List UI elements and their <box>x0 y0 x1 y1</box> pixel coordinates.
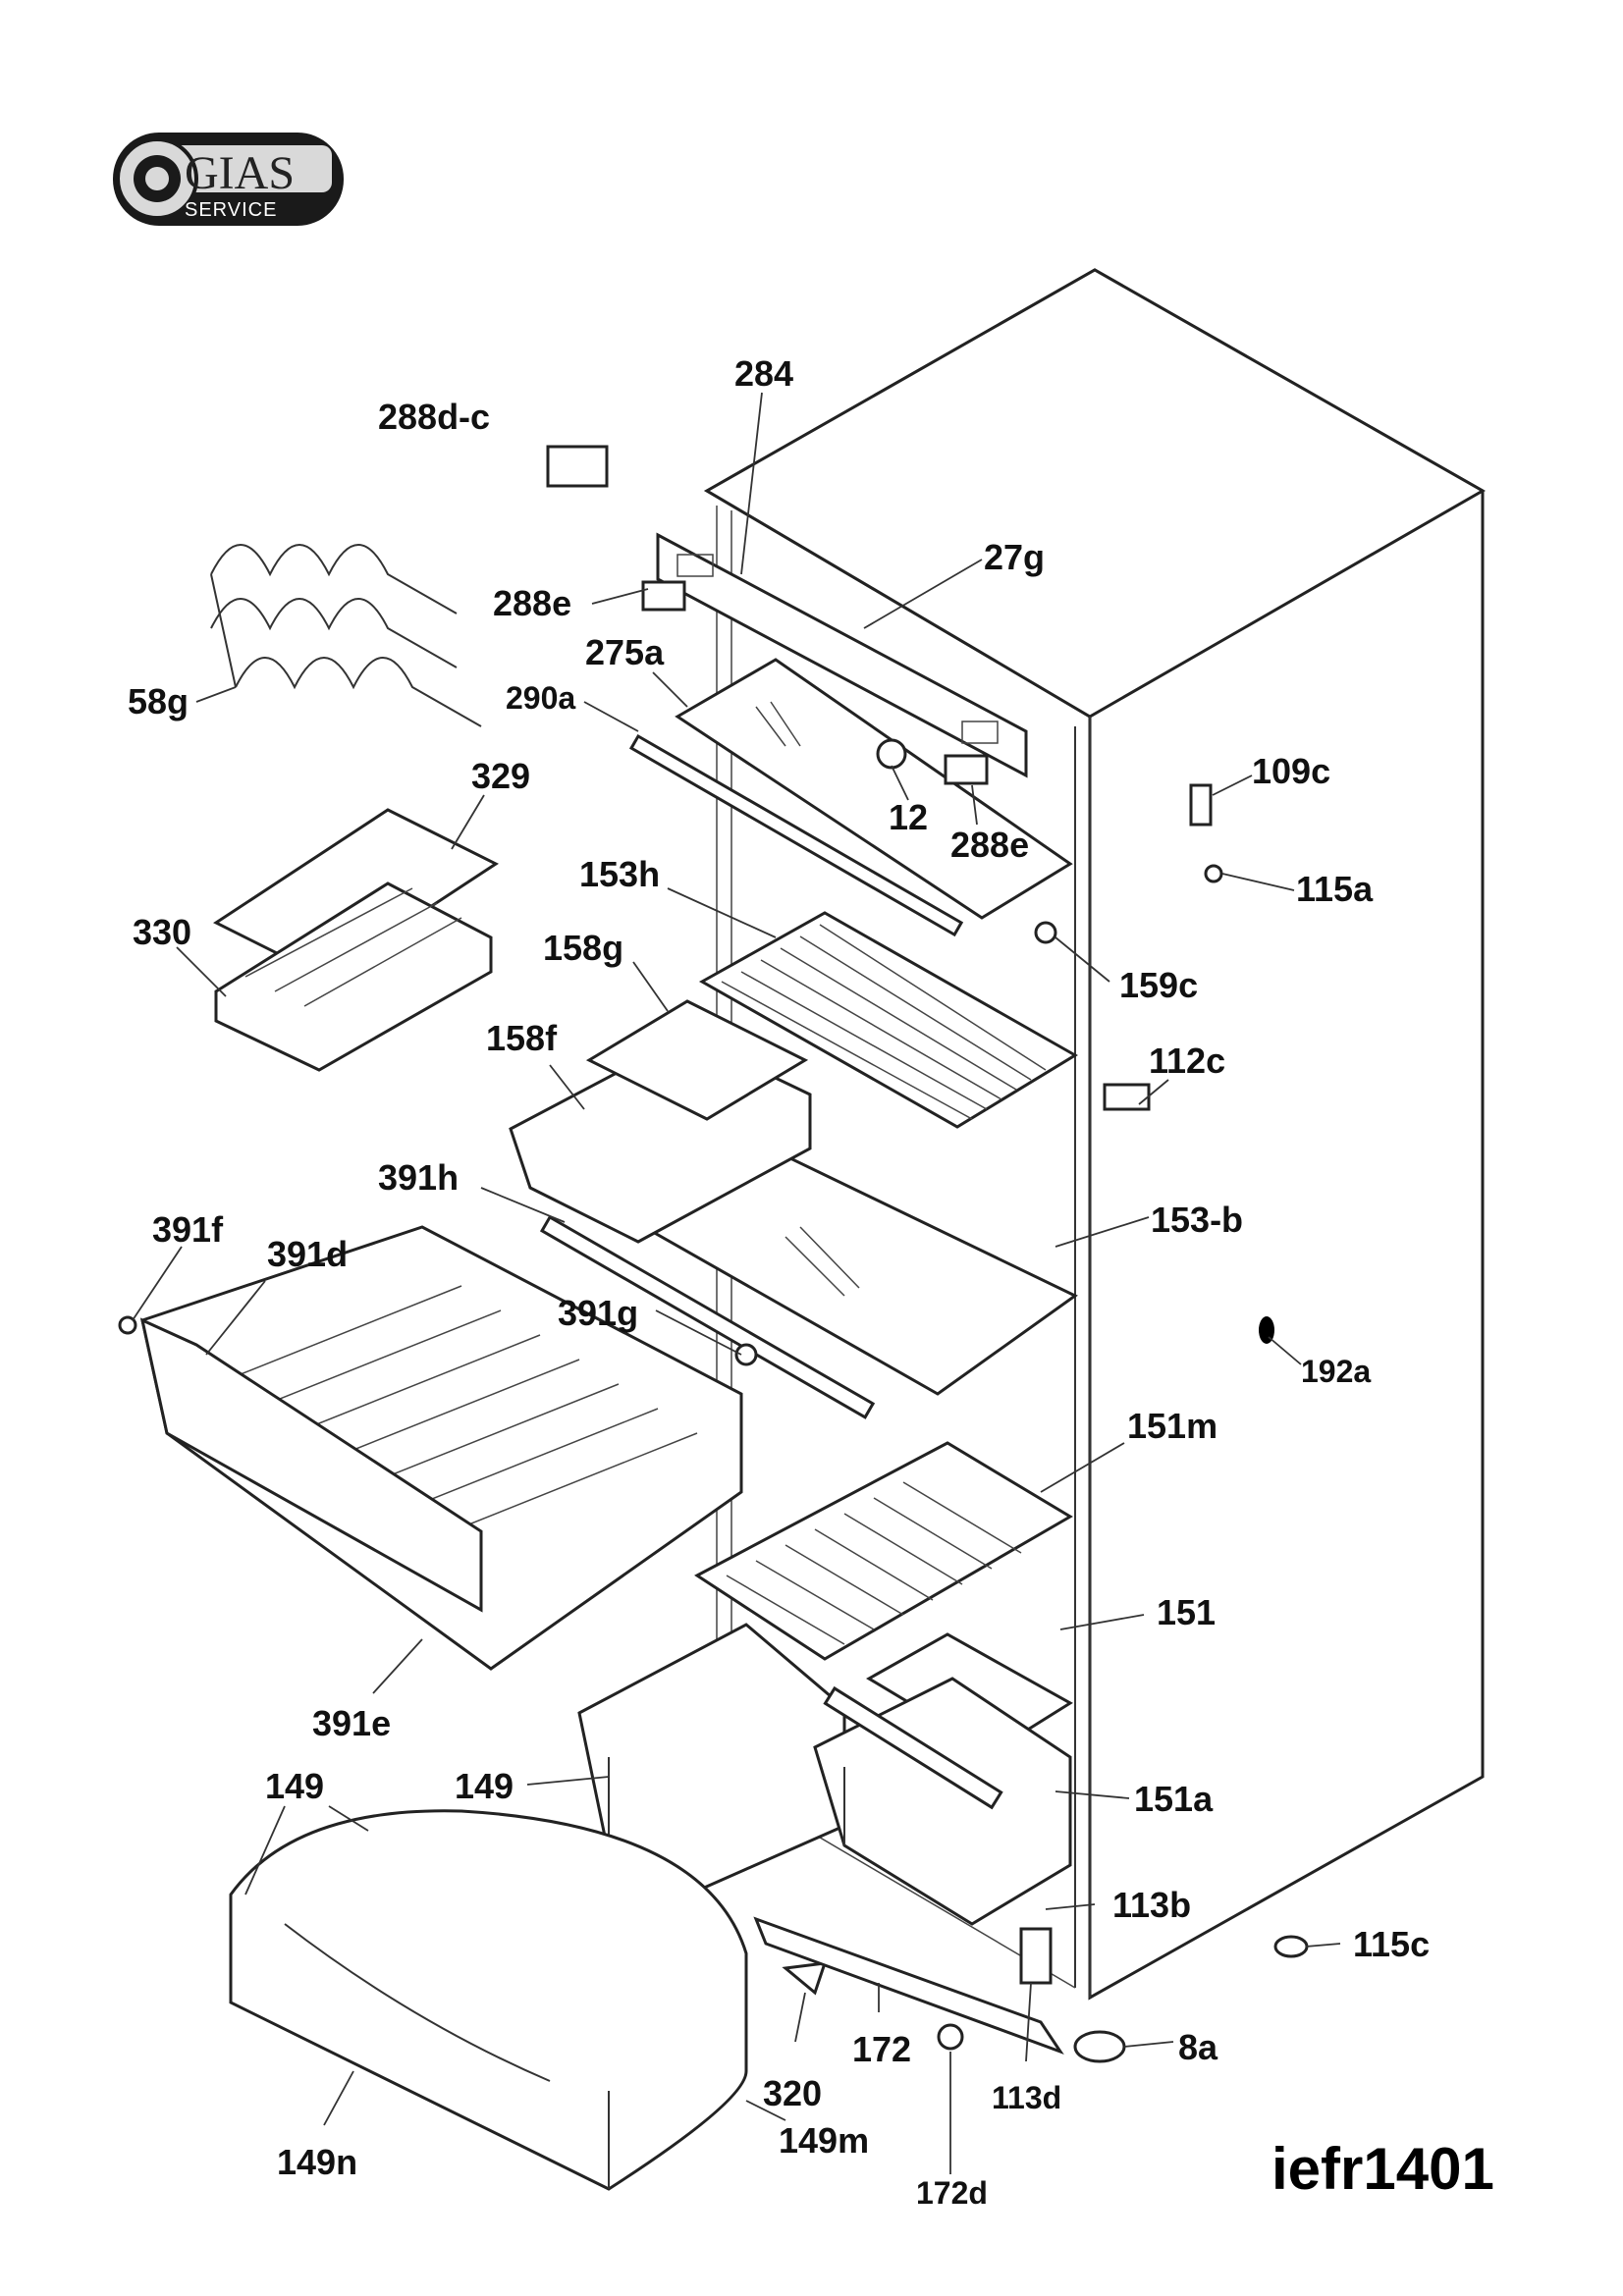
part-391f <box>118 1315 137 1335</box>
bottom-bin-149n <box>229 1809 748 2191</box>
part-label: 153-b <box>1151 1200 1243 1240</box>
part-label: 159c <box>1119 965 1198 1005</box>
part-label: 391e <box>312 1703 391 1743</box>
plug-192a <box>1259 1316 1274 1344</box>
knob-12 <box>876 738 907 770</box>
part-label: 288e <box>493 583 571 623</box>
part-label: 391d <box>267 1234 348 1274</box>
part-label: 58g <box>128 681 189 721</box>
part-320 <box>782 1961 828 1996</box>
part-label: 151 <box>1157 1592 1216 1632</box>
hardware-parts <box>118 445 1309 2063</box>
part-label: 290a <box>506 680 575 716</box>
part-label: 391g <box>558 1293 638 1333</box>
part-label: 330 <box>133 912 191 952</box>
hinge-113d <box>1019 1927 1053 1985</box>
wire-shelf-151m <box>694 1441 1073 1661</box>
part-label: 288d-c <box>378 397 490 437</box>
part-labels: 288d-c 284 27g 288e 275a 290a 58g 329 12… <box>128 353 1430 2211</box>
part-label: 151m <box>1127 1406 1217 1446</box>
part-label: 149 <box>265 1766 324 1806</box>
part-label: 149m <box>779 2120 869 2161</box>
part-label: 391f <box>152 1209 224 1250</box>
evaporator-plate <box>641 532 1073 920</box>
bar-391h <box>539 1214 876 1419</box>
part-label: 149 <box>455 1766 514 1806</box>
logo-subtitle: SERVICE <box>185 199 277 221</box>
bar-290a <box>628 733 964 937</box>
part-label: 172 <box>852 2029 911 2069</box>
kickplate-172 <box>753 1916 1064 2055</box>
cap-172d <box>937 2023 964 2051</box>
bush-115a <box>1204 864 1223 883</box>
part-label: 109c <box>1252 751 1330 791</box>
part-label: 153h <box>579 854 660 894</box>
basket-391 <box>139 1225 743 1671</box>
part-label: 158g <box>543 928 623 968</box>
hinge-109c <box>1189 783 1213 827</box>
part-label: 8a <box>1178 2027 1218 2067</box>
part-label: 112c <box>1149 1041 1225 1081</box>
refrigerator-cabinet <box>704 268 1487 2001</box>
gias-service-logo: GIAS SERVICE <box>113 133 344 226</box>
hinge-112c <box>1103 1083 1151 1111</box>
part-label: 288e <box>950 825 1029 865</box>
wine-rack-58g <box>210 544 482 727</box>
part-label: 113d <box>992 2080 1061 2115</box>
crisper-drawer-right <box>813 1677 1072 1926</box>
drawer-cover-158g <box>585 999 809 1121</box>
part-label: 12 <box>889 797 928 837</box>
part-label: 115c <box>1353 1924 1430 1964</box>
separator-bar-151a <box>823 1685 1003 1810</box>
part-label: 27g <box>984 537 1045 577</box>
part-label: 151a <box>1134 1779 1214 1819</box>
part-label: 113b <box>1112 1885 1191 1925</box>
diagram-code: iefr1401 <box>1271 2136 1494 2202</box>
part-label: 391h <box>378 1157 459 1198</box>
part-391g <box>734 1343 758 1366</box>
part-label: 329 <box>471 756 530 796</box>
part-label: 320 <box>763 2073 822 2113</box>
foot-8a <box>1073 2030 1126 2063</box>
pin-159c <box>1034 921 1057 944</box>
leader-lines <box>132 392 1341 2174</box>
part-label: 149n <box>277 2142 357 2182</box>
part-label: 158f <box>486 1018 558 1058</box>
part-label: 115a <box>1296 869 1374 909</box>
part-label: 275a <box>585 632 665 672</box>
part-label: 172d <box>916 2175 988 2211</box>
part-label: 192a <box>1301 1354 1371 1389</box>
ice-tray-330 <box>214 881 493 1072</box>
part-label: 284 <box>734 353 793 394</box>
glass-shelf-153h <box>698 911 1078 1129</box>
part-288d-c <box>546 445 609 488</box>
logo-brand: GIAS <box>185 147 295 199</box>
part-115c <box>1273 1935 1309 1958</box>
